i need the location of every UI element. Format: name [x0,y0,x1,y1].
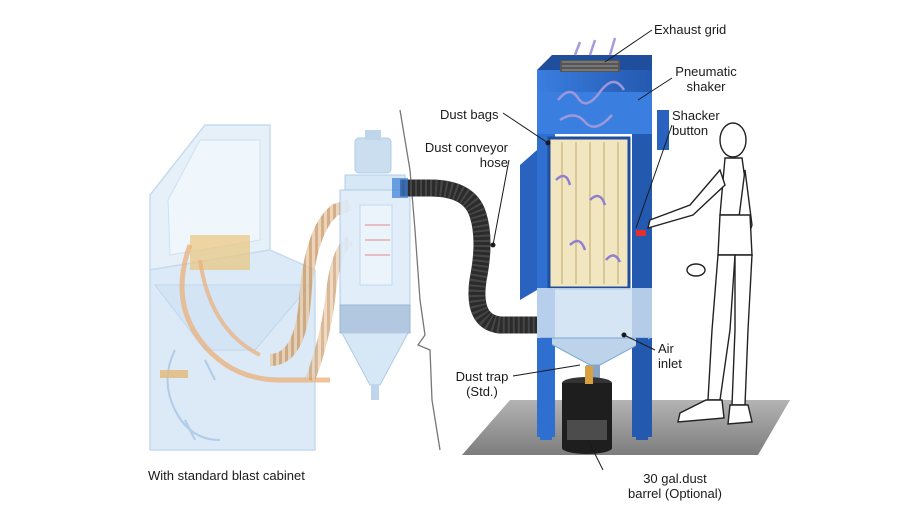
label-dust-conveyor-hose: Dust conveyor hose [410,140,508,170]
caption-blast-cabinet: With standard blast cabinet [148,468,305,483]
label-air-inlet-line2: inlet [658,356,682,371]
label-dust-trap-line1: Dust trap [455,369,509,384]
label-dust-barrel: 30 gal.dust barrel (Optional) [605,471,745,501]
label-dust-barrel-line2: barrel (Optional) [628,486,722,501]
dust-barrel [562,366,612,454]
dust-collector [520,37,669,440]
label-shacker-button-line1: Shacker [672,108,720,123]
label-dust-trap-line2: (Std.) [466,384,498,399]
label-dust-bags: Dust bags [440,107,499,122]
label-air-inlet-line1: Air [658,341,674,356]
label-dust-trap: Dust trap (Std.) [446,369,518,399]
cabinet-hose [269,199,352,366]
shaker-button [636,230,646,236]
label-dust-conveyor-hose-line2: hose [479,155,508,170]
cyclone-separator [339,130,411,400]
label-dust-barrel-line1: 30 gal.dust [643,471,707,486]
operator-mannequin [647,122,753,425]
leader-lines [490,29,673,471]
label-pneumatic-shaker-line1: Pneumatic [675,64,737,79]
label-shacker-button: Shacker button [672,108,720,138]
label-pneumatic-shaker-line2: shaker [686,79,726,94]
label-exhaust-grid: Exhaust grid [654,22,727,37]
label-shacker-button-line2: button [672,123,709,138]
blast-cabinet [149,124,330,451]
label-dust-conveyor-hose-line1: Dust conveyor [424,140,508,155]
label-pneumatic-shaker: Pneumatic shaker [666,64,746,94]
label-air-inlet: Air inlet [658,341,682,371]
